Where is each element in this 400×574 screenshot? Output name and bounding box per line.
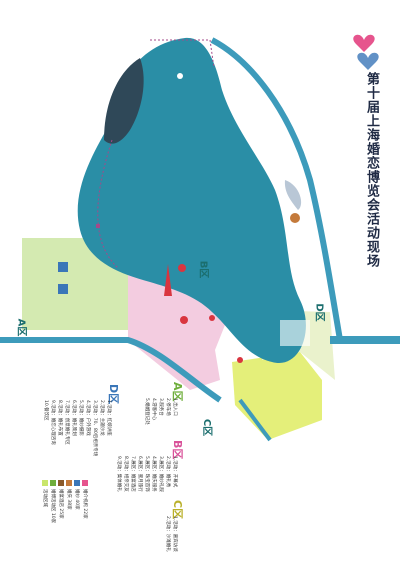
legend-b-item: 3.展区：婚纱礼服 — [158, 456, 163, 492]
legend-swatch: 婚博活动区 10家 — [50, 480, 56, 523]
north-trail — [150, 39, 215, 69]
swatch-color — [42, 480, 48, 486]
east-dome — [284, 180, 302, 210]
legend-d-item: 6.活动：婚礼策划 — [71, 400, 76, 436]
swatch-color — [50, 480, 56, 486]
legend-b-item: 9.活动：集体婚礼 — [116, 456, 121, 492]
swatch-color — [58, 480, 64, 486]
legend-a-item: 3.服务台 — [158, 398, 163, 416]
legend-a-item: 4.游客中心 — [151, 398, 156, 421]
legend-b-item: 4.展区：婚庆服务 — [151, 456, 156, 492]
legend-c-item: 2.活动：沙滩婚礼 — [165, 516, 170, 552]
logo-heart-2 — [357, 52, 379, 70]
swatch-label: 婚庆 38家 — [66, 489, 71, 510]
swatch-color — [82, 480, 88, 486]
map-title: 第十届上海婚恋博览会活动现场 — [364, 72, 379, 268]
legend-d-item: 5.活动：婚纱摄影 — [78, 400, 83, 436]
fountain — [177, 73, 183, 79]
south-road — [0, 337, 222, 403]
legend-d-item: 2.活动：主题沙龙 — [99, 400, 104, 436]
zone-c-label: C区 — [201, 418, 213, 437]
legend-a-item: 2.停车场 — [165, 398, 170, 416]
legend-a-item: 1.出入口 — [172, 398, 177, 416]
legend-swatch: 婚庆 38家 — [66, 480, 72, 510]
north-island — [104, 58, 144, 144]
legend-d-item: 10.餐饮区 — [43, 400, 48, 421]
legend-a-item: 5.婚姻登记处 — [144, 398, 149, 425]
legend-swatch: 活动区域 — [42, 480, 48, 507]
swatch-label: 婚博活动区 10家 — [50, 489, 55, 524]
zone-d-label: D区 — [313, 303, 325, 322]
legend-a-list: 1.出入口 2.停车场 3.服务台 4.游客中心 5.婚姻登记处 — [143, 398, 178, 425]
legend-d-item: 1.活动：红娘讲座 — [106, 400, 111, 436]
swatch-label: 婚纱 40家 — [74, 489, 79, 510]
b-booth-1[interactable] — [164, 264, 172, 296]
legend-c-list: 1.活动：嘉宾访谈 2.活动：沙滩婚礼 — [164, 516, 178, 552]
zone-b-label: B区 — [197, 260, 209, 279]
legend-swatch: 婚纱 40家 — [74, 480, 80, 510]
legend-b-item: 6.展区：蜜月旅行 — [137, 456, 142, 492]
swatch-label: 婚宴酒店 25家 — [58, 489, 63, 519]
legend-b-item: 8.活动：相亲交友 — [123, 456, 128, 492]
parking-p2[interactable] — [58, 262, 68, 272]
d-hall[interactable] — [280, 320, 310, 346]
legend-b-item: 5.展区：珠宝首饰 — [144, 456, 149, 492]
legend-d-item: 4.活动：户外游戏 — [85, 400, 90, 436]
c-road — [238, 398, 272, 442]
legend-swatch: 婚介机构 22家 — [82, 480, 88, 519]
legend-b-list: 1.活动：开幕式 2.活动：婚礼秀 3.展区：婚纱礼服 4.展区：婚庆服务 5.… — [115, 456, 178, 492]
swatch-color — [66, 480, 72, 486]
zone-a-label: A区 — [15, 318, 27, 337]
legend-d-item: 3.活动：70、80后相亲专场 — [92, 400, 97, 457]
b-booth-3[interactable] — [180, 316, 188, 324]
legend-d-item: 8.活动：婚礼布置 — [57, 400, 62, 436]
legend-d-item: 7.活动：创意婚礼专区 — [64, 400, 69, 445]
legend-d-item: 9.活动：婚恋心理咨询 — [50, 400, 55, 445]
parking-p1[interactable] — [58, 284, 68, 294]
east-pavilion[interactable] — [290, 213, 300, 223]
a-marker — [96, 224, 100, 228]
legend-b-item: 1.活动：开幕式 — [172, 456, 177, 488]
east-road — [210, 37, 343, 341]
legend-b-item: 7.展区：婚宴酒店 — [130, 456, 135, 492]
logo-heart-1 — [353, 34, 375, 52]
c-booth-1[interactable] — [237, 357, 243, 363]
legend-d-list: 1.活动：红娘讲座 2.活动：主题沙龙 3.活动：70、80后相亲专场 4.活动… — [42, 400, 112, 456]
legend-b-item: 2.活动：婚礼秀 — [165, 456, 170, 488]
legend-c-item: 1.活动：嘉宾访谈 — [172, 516, 177, 552]
b-booth-2[interactable] — [178, 264, 186, 272]
b-booth-4[interactable] — [209, 315, 215, 321]
swatch-color — [74, 480, 80, 486]
swatch-label: 活动区域 — [42, 489, 47, 507]
dashed-trail — [97, 139, 119, 269]
swatch-label: 婚介机构 22家 — [82, 489, 87, 519]
legend-swatch: 婚宴酒店 25家 — [58, 480, 64, 519]
